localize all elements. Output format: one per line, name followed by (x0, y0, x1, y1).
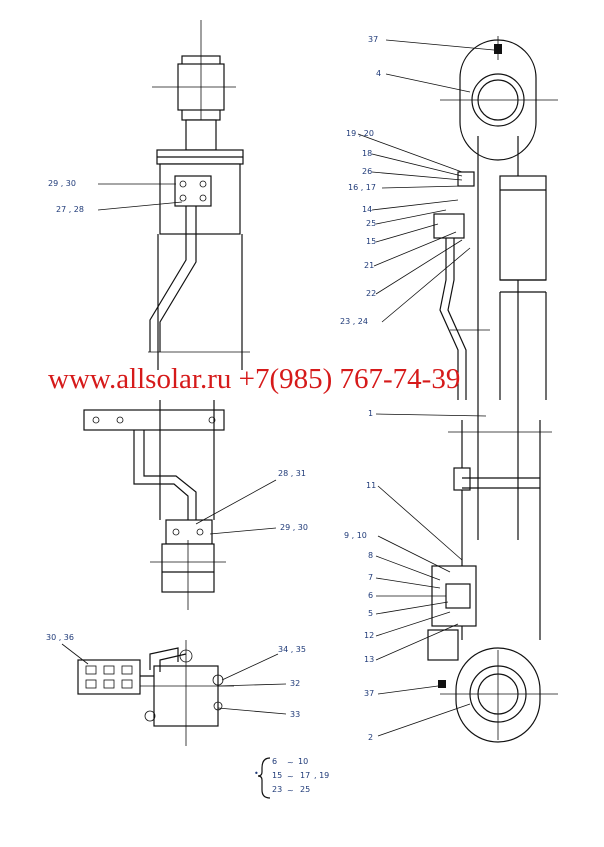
legend-row2-start: 15 (272, 771, 282, 780)
right-top-cylinder-view (433, 36, 558, 400)
callout-27-28: 27 , 28 (56, 205, 84, 214)
callout-4: 4 (376, 69, 381, 78)
callout-22: 22 (366, 289, 376, 298)
callout-15: 15 (366, 237, 376, 246)
legend-row3-start: 23 (272, 785, 282, 794)
leader-lines (61, 39, 495, 737)
callout-32: 32 (290, 679, 300, 688)
legend-row1-end: 10 (298, 757, 308, 766)
callout-28-31: 28 , 31 (278, 469, 306, 478)
legend-row2-tilde: ~ (287, 772, 294, 781)
legend-bracket: • 6 ~ 10 15 ~ 17 , 19 23 ~ 25 (254, 757, 329, 799)
callout-16-17: 16 , 17 (348, 183, 376, 192)
callout-11: 11 (366, 481, 376, 490)
callout-9-10: 9 , 10 (344, 531, 367, 540)
callout-25: 25 (366, 219, 376, 228)
callout-29-30-top: 29 , 30 (48, 179, 76, 188)
callout-37-bottom: 37 (364, 689, 374, 698)
callout-13: 13 (364, 655, 374, 664)
callout-6: 6 (368, 591, 373, 600)
callout-30-36: 30 , 36 (46, 633, 74, 642)
callout-37-top: 37 (368, 35, 378, 44)
watermark-text: www.allsolar.ru +7(985) 767-74-39 (48, 363, 460, 395)
callout-8: 8 (368, 551, 373, 560)
callout-12: 12 (364, 631, 374, 640)
callout-34-35: 34 , 35 (278, 645, 306, 654)
callout-2: 2 (368, 733, 373, 742)
legend-bullet: • (254, 769, 259, 778)
legend-row3-end: 25 (300, 785, 310, 794)
callout-14: 14 (362, 205, 372, 214)
legend-row2-end: 17 (300, 771, 310, 780)
callout-18: 18 (362, 149, 372, 158)
callout-5: 5 (368, 609, 373, 618)
left-top-cylinder-view (148, 20, 250, 370)
left-bottom-top-view (77, 640, 234, 746)
legend-row1-start: 6 (272, 757, 277, 766)
callout-29-30-middle: 29 , 30 (280, 523, 308, 532)
callout-21: 21 (364, 261, 374, 270)
legend-row2-extra: , 19 (314, 771, 329, 780)
callout-33: 33 (290, 710, 300, 719)
callout-labels: 37 4 19 , 20 18 26 16 , 17 14 25 15 21 2… (46, 35, 381, 742)
callout-1: 1 (368, 409, 373, 418)
callout-26: 26 (362, 167, 372, 176)
callout-19-20: 19 , 20 (346, 129, 374, 138)
legend-row3-tilde: ~ (287, 786, 294, 795)
callout-23-24: 23 , 24 (340, 317, 368, 326)
legend-row1-tilde: ~ (287, 758, 294, 767)
callout-7: 7 (368, 573, 373, 582)
left-middle-cylinder-view (83, 400, 226, 610)
